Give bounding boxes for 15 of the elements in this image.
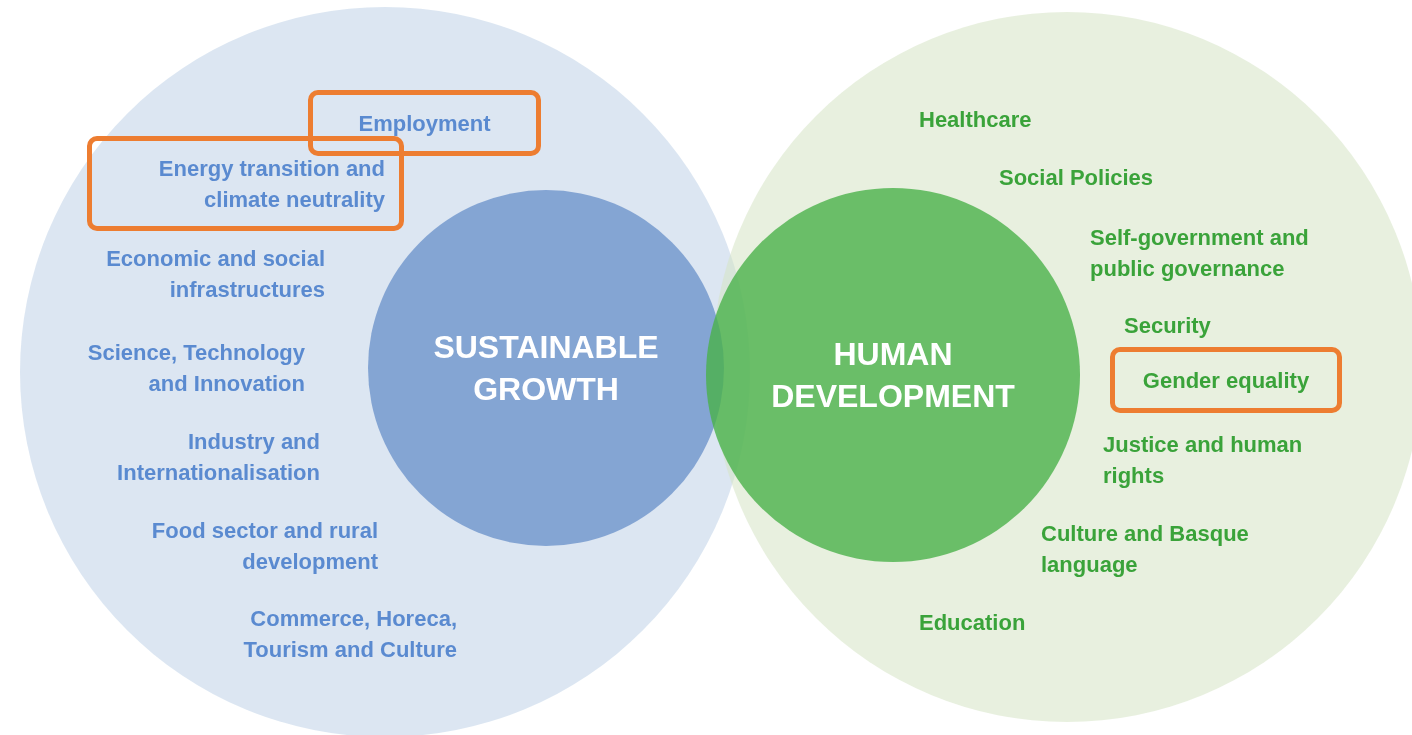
topic-label: Justice and human rights xyxy=(1103,431,1304,490)
topic-label: Commerce, Horeca, Tourism and Culture xyxy=(242,605,457,664)
topic-label: Security xyxy=(1124,312,1212,340)
topic-label: Food sector and rural development xyxy=(150,517,378,576)
topic-label: Social Policies xyxy=(999,164,1155,192)
topic-label: Culture and Basque language xyxy=(1041,520,1250,579)
highlighted-label: Employment xyxy=(308,90,541,156)
topic-label: Education xyxy=(919,609,1027,637)
topic-label: Science, Technology and Innovation xyxy=(86,339,305,398)
topic-label: Economic and social infrastructures xyxy=(105,245,325,304)
highlighted-label: Energy transition and climate neutrality xyxy=(87,136,404,231)
highlighted-label: Gender equality xyxy=(1110,347,1342,413)
topic-label: Healthcare xyxy=(919,106,1033,134)
topic-label: Self-government and public governance xyxy=(1090,224,1310,283)
topic-label: Industry and Internationalisation xyxy=(116,428,320,487)
